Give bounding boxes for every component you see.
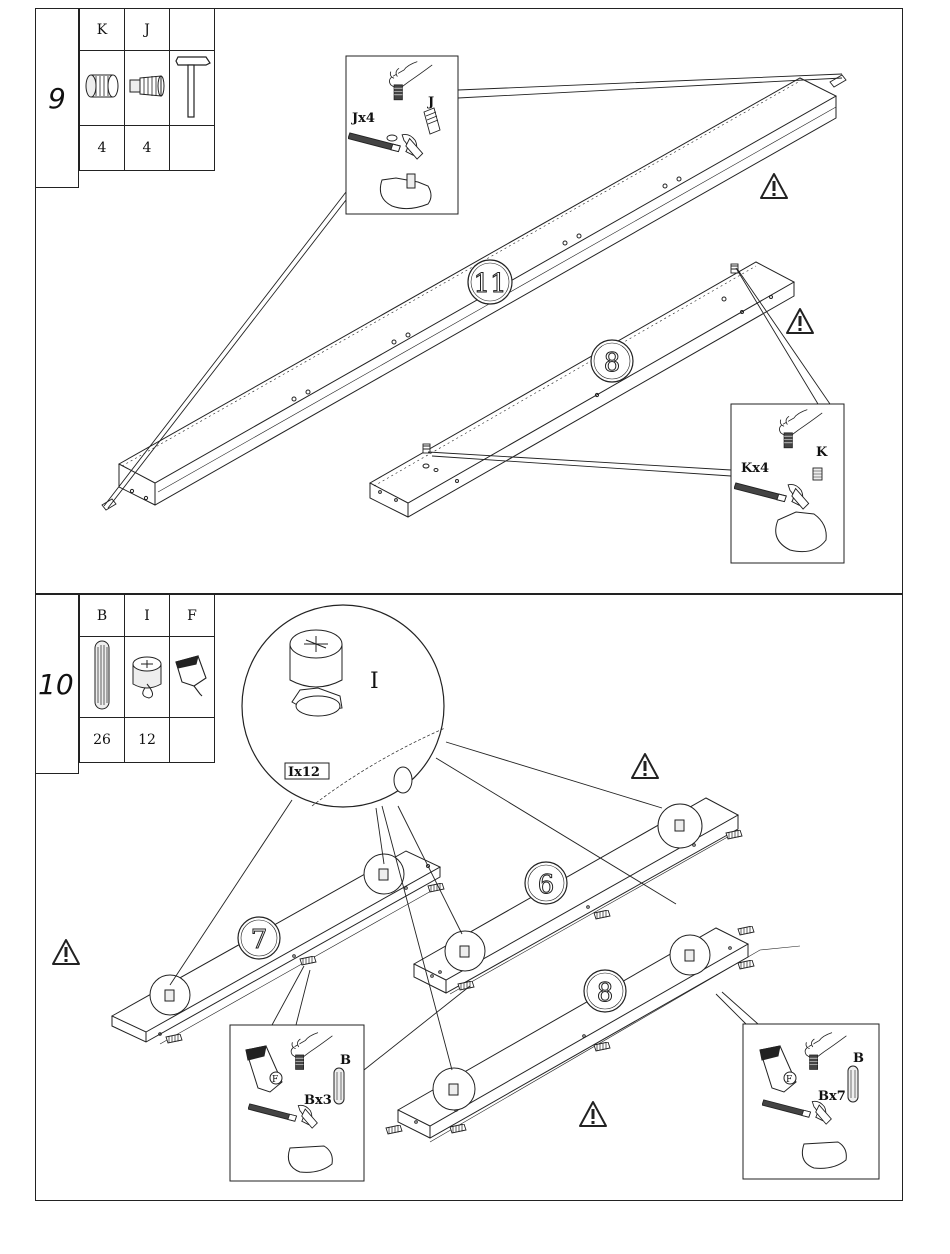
detail-box-b-left: F Bx3 B xyxy=(230,1025,364,1181)
warning-icon xyxy=(632,754,658,778)
zoom-part-label: I xyxy=(370,669,379,694)
panel-7-label: 7 xyxy=(251,925,268,955)
detail-b-left-glue: F xyxy=(272,1075,278,1085)
warning-icon xyxy=(53,940,79,964)
sleeve-k-top xyxy=(731,264,738,273)
panel-11-label: 11 xyxy=(473,269,506,299)
warning-icon xyxy=(580,1102,606,1126)
step10-leader-lines xyxy=(170,742,758,1070)
detail-b-left-part: B xyxy=(340,1053,351,1068)
detail-box-b-right: F Bx7 B xyxy=(743,1024,879,1179)
detail-j-count: Jx4 xyxy=(351,111,375,126)
panel-6-label: 6 xyxy=(538,870,555,900)
panel-8-step9-label: 8 xyxy=(604,348,621,378)
zoom-circle-cam-lock: I Ix12 xyxy=(242,605,445,807)
zoom-count-label: Ix12 xyxy=(288,765,320,780)
warning-icon xyxy=(761,174,787,198)
detail-k-count: Kx4 xyxy=(741,461,769,476)
detail-k-part: K xyxy=(816,445,828,460)
detail-b-left-count: Bx3 xyxy=(304,1093,332,1108)
panel-8-step10-label: 8 xyxy=(597,978,614,1008)
insert-j-top xyxy=(830,75,846,87)
detail-b-right-glue: F xyxy=(786,1075,792,1085)
warning-icon xyxy=(787,309,813,333)
detail-j-part: J xyxy=(427,95,434,110)
detail-box-k: Kx4 K xyxy=(731,404,844,563)
detail-box-j: Jx4 J xyxy=(346,56,458,214)
detail-b-right-count: Bx7 xyxy=(818,1089,846,1104)
detail-b-right-part: B xyxy=(853,1051,864,1066)
